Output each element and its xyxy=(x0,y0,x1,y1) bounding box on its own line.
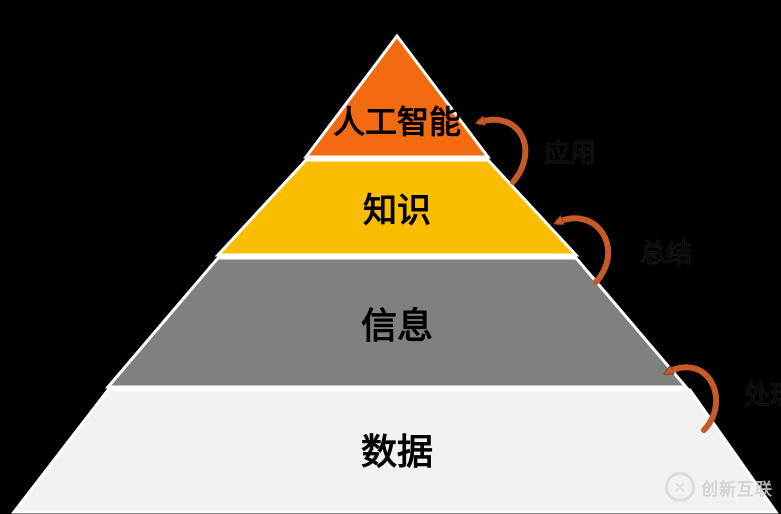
layer-data-label: 数据 xyxy=(361,431,433,473)
layer-ai-band xyxy=(302,33,492,159)
arrow-label-process: 处理 xyxy=(743,381,781,411)
watermark-text: 创新互联 xyxy=(701,479,773,500)
layer-knowledge-band xyxy=(214,158,580,257)
arrow-knowledge-to-ai xyxy=(480,120,529,185)
layer-data-band xyxy=(10,388,779,514)
arrow-information-to-knowledge xyxy=(558,215,611,285)
arrow-label-summarize: 总结 xyxy=(640,239,692,269)
layer-information-label: 信息 xyxy=(361,305,433,347)
arrow-label-apply: 应用 xyxy=(544,138,596,169)
layer-ai-label: 人工智能 xyxy=(333,103,461,141)
arrow-data-to-information xyxy=(668,364,719,433)
layer-knowledge-label: 知识 xyxy=(363,191,431,231)
x-circle-logo-icon: ✕ xyxy=(665,472,695,502)
watermark: ✕ 创新互联 xyxy=(665,472,773,502)
layer-information-band xyxy=(104,256,690,389)
